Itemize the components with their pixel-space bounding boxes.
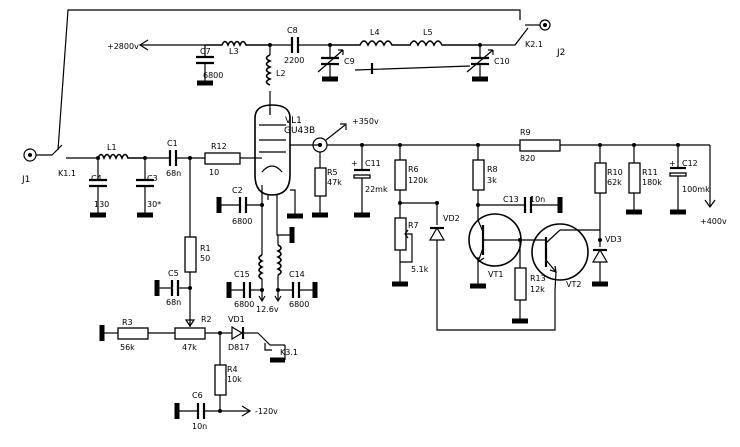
label-c3: C3 xyxy=(147,174,158,183)
label-r6-value: 120k xyxy=(408,176,428,185)
label-l1: L1 xyxy=(107,143,117,152)
label-r5-value: 47k xyxy=(327,178,342,187)
label-vd1: VD1 xyxy=(228,315,245,324)
label-c15-value: 6800 xyxy=(234,300,254,309)
label-c9: C9 xyxy=(344,57,355,66)
label-r3-value: 56k xyxy=(120,343,135,352)
label-c1: C1 xyxy=(167,139,178,148)
tube-vl1 xyxy=(216,104,318,303)
top-wiring xyxy=(57,9,551,151)
label-k21: K2.1 xyxy=(525,40,543,49)
label-c6-value: 10n xyxy=(192,422,207,431)
bias-section xyxy=(99,319,286,419)
label-l5: L5 xyxy=(423,28,433,37)
label-plus-c11: + xyxy=(351,159,358,168)
label-r7-value: 5.1k xyxy=(411,265,429,274)
label-r3: R3 xyxy=(122,318,133,327)
label-j1: J1 xyxy=(21,175,30,185)
label-v400: +400v xyxy=(700,217,727,226)
label-plus-c12: + xyxy=(669,159,676,168)
label-r11: R11 xyxy=(642,168,658,177)
label-c12: C12 xyxy=(682,159,698,168)
label-c5-value: 68n xyxy=(166,298,181,307)
label-r11-value: 180k xyxy=(642,178,662,187)
label-r2: R2 xyxy=(201,315,212,324)
label-c2-value: 6800 xyxy=(232,217,252,226)
label-c13-value: 10n xyxy=(530,195,545,204)
label-c7: C7 xyxy=(200,47,211,56)
label-vd3: VD3 xyxy=(605,235,622,244)
label-r12-value: 10 xyxy=(209,168,219,177)
label-k31: K3.1 xyxy=(280,348,298,357)
label-c2: C2 xyxy=(232,186,243,195)
label-r2-value: 47k xyxy=(182,343,197,352)
label-l2: L2 xyxy=(276,69,286,78)
label-r8: R8 xyxy=(487,165,498,174)
label-c10: C10 xyxy=(494,57,510,66)
label-l3: L3 xyxy=(229,47,239,56)
label-c8-value: 2200 xyxy=(284,56,304,65)
label-r1: R1 xyxy=(200,244,211,253)
label-c6: C6 xyxy=(192,391,203,400)
label-c3-value: 30* xyxy=(147,200,161,209)
label-vt2: VT2 xyxy=(566,280,581,289)
label-c5: C5 xyxy=(168,269,179,278)
label-vl1-value: GU43B xyxy=(284,126,315,136)
label-c14: C14 xyxy=(289,270,305,279)
label-r10-value: 62k xyxy=(607,178,622,187)
label-r4-value: 10k xyxy=(227,375,242,384)
label-c7-value: 6800 xyxy=(203,71,223,80)
label-r7: R7 xyxy=(408,221,419,230)
screen-supply xyxy=(312,123,710,331)
label-vt1: VT1 xyxy=(488,270,503,279)
label-vl1: VL1 xyxy=(285,116,302,126)
label-r8-value: 3k xyxy=(487,176,497,185)
label-r5: R5 xyxy=(327,168,338,177)
label-c14-value: 6800 xyxy=(289,300,309,309)
label-r9: R9 xyxy=(520,128,531,137)
label-r10: R10 xyxy=(607,168,623,177)
label-j2: J2 xyxy=(556,48,565,58)
label-r9-value: 820 xyxy=(520,154,535,163)
label-r13-value: 12k xyxy=(530,285,545,294)
label-c8: C8 xyxy=(287,26,298,35)
label-r4: R4 xyxy=(227,365,238,374)
label-v2800: +2800v xyxy=(107,42,139,51)
label-c12-value: 100mk xyxy=(682,185,710,194)
label-c15: C15 xyxy=(234,270,250,279)
label-v350: +350v xyxy=(352,117,379,126)
label-r12: R12 xyxy=(211,142,227,151)
input-section xyxy=(23,144,255,325)
label-v126: 12.6v xyxy=(256,305,279,314)
label-v120: -120v xyxy=(255,407,278,416)
label-c11-value: 22mk xyxy=(365,185,388,194)
label-c11: C11 xyxy=(365,159,381,168)
label-c4-value: 130 xyxy=(94,200,109,209)
label-vd1-value: D817 xyxy=(228,343,249,352)
label-c13: C13 xyxy=(503,195,519,204)
label-c4: C4 xyxy=(91,174,102,183)
label-vd2: VD2 xyxy=(443,214,460,223)
labels: +2800v C7 6800 L3 C8 2200 L4 L5 K2.1 J2 … xyxy=(21,26,727,431)
label-r1-value: 50 xyxy=(200,254,210,263)
label-k11: K1.1 xyxy=(58,169,76,178)
label-l4: L4 xyxy=(370,28,380,37)
label-r13: R13 xyxy=(530,274,546,283)
transistor-section xyxy=(468,139,716,324)
label-c1-value: 68n xyxy=(166,169,181,178)
label-r6: R6 xyxy=(408,165,419,174)
